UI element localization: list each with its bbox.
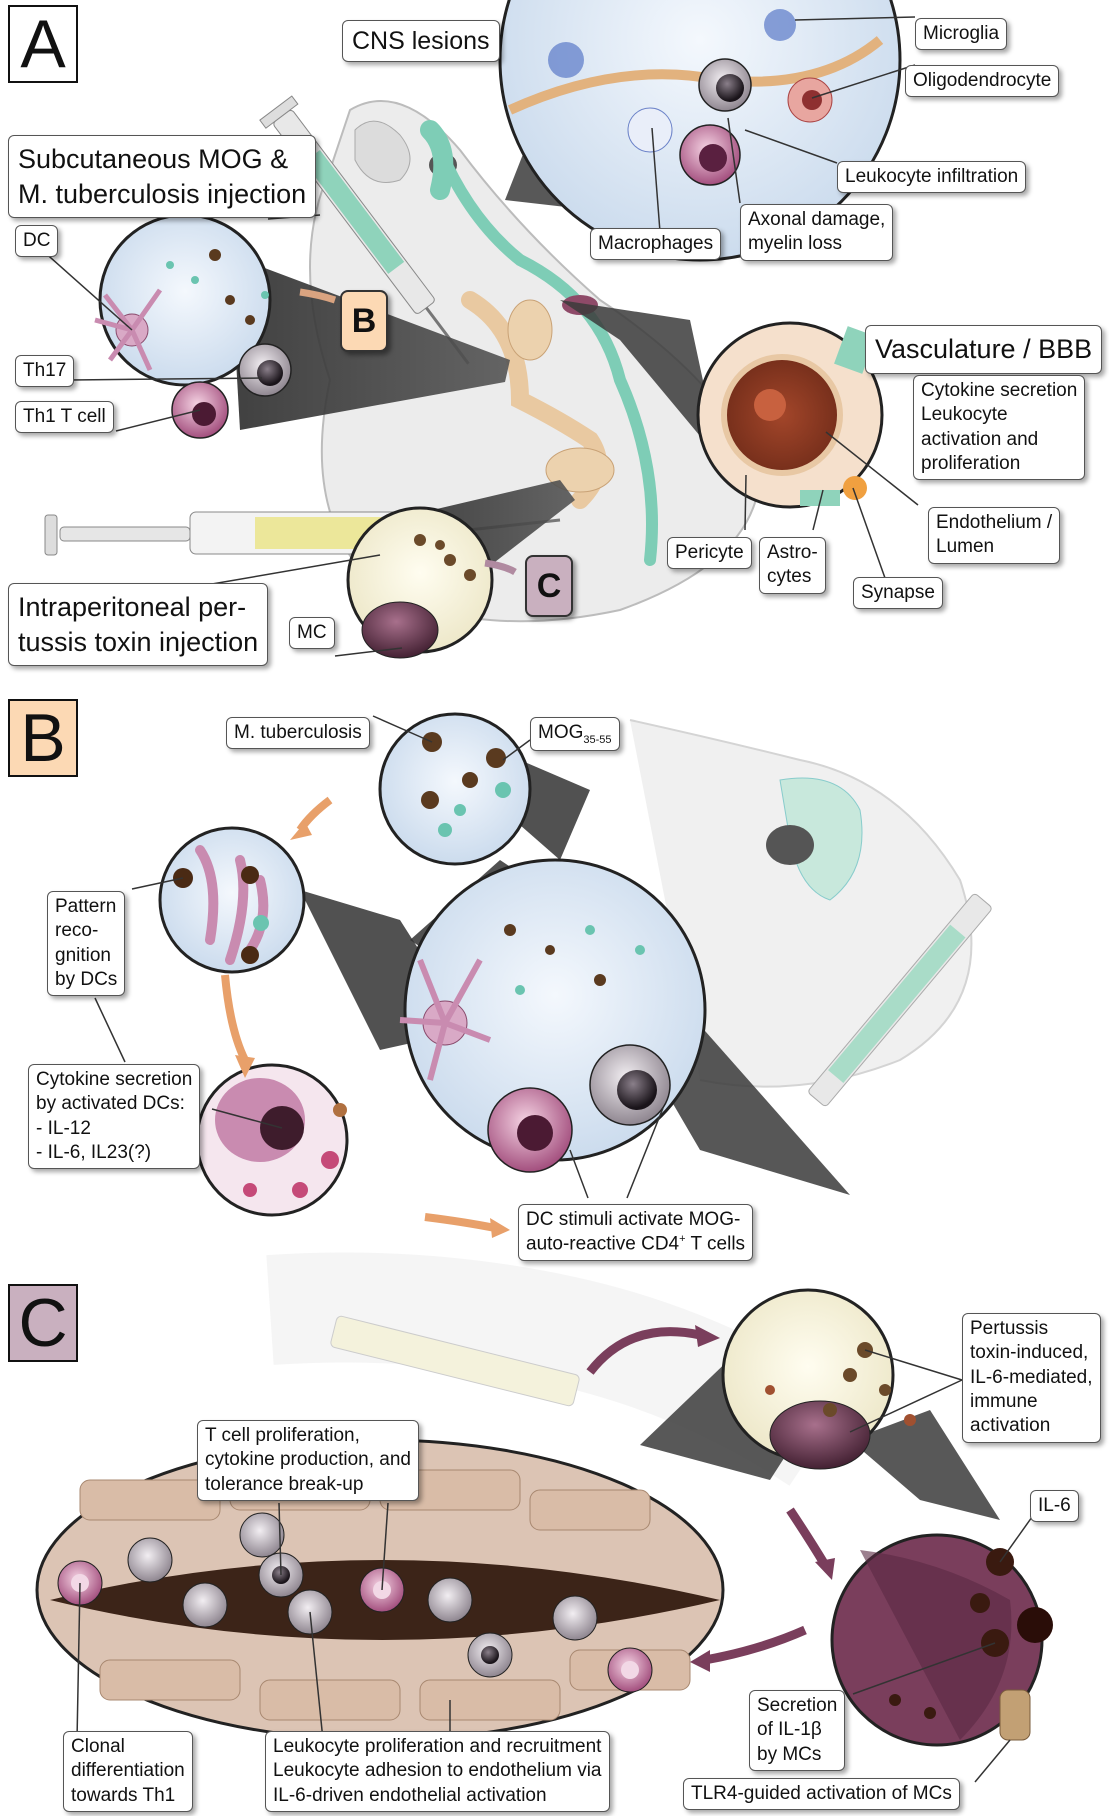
label-oligodendrocyte: Oligodendrocyte [905,65,1059,97]
label-axonal-damage: Axonal damage, myelin loss [740,204,893,261]
dc-stimuli-line1: DC stimuli activate MOG- [526,1209,740,1230]
panel-a-letter: A [8,5,78,83]
tag-b: B [340,290,388,352]
label-endothelium: Endothelium / Lumen [928,507,1060,564]
panel-b-letter: B [8,699,78,777]
label-mog-injection: Subcutaneous MOG & M. tuberculosis injec… [8,135,316,218]
label-pattern-recognition: Pattern reco- gnition by DCs [47,891,125,996]
label-dc: DC [15,225,58,257]
label-pericyte: Pericyte [667,537,752,569]
panel-c-art [37,1290,1053,1782]
panel-b-art [95,714,993,1238]
label-tlr4: TLR4-guided activation of MCs [683,1778,960,1810]
label-cytokine-secretion: Cytokine secretion Leukocyte activation … [913,375,1085,480]
label-microglia: Microglia [915,18,1007,50]
label-astrocytes: Astro- cytes [759,537,826,594]
mog-subscript: 35-55 [583,734,611,746]
tag-c: C [525,555,573,617]
dc-stimuli-line2: auto-reactive CD4 [526,1234,679,1255]
label-vasculature: Vasculature / BBB [865,325,1102,374]
label-cns-lesions: CNS lesions [342,20,500,62]
label-mog: MOG35-55 [530,717,620,751]
dc-stimuli-line3: T cells [686,1234,746,1255]
label-leukocyte-proliferation: Leukocyte proliferation and recruitment … [265,1731,610,1812]
label-th17: Th17 [15,355,74,387]
label-ptx-injection: Intraperitoneal per- tussis toxin inject… [8,583,268,666]
label-pertussis: Pertussis toxin-induced, IL-6-mediated, … [962,1313,1101,1443]
label-t-cell-proliferation: T cell proliferation, cytokine productio… [197,1420,419,1501]
label-m-tuberculosis: M. tuberculosis [226,717,370,749]
panel-c-letter: C [8,1284,78,1362]
label-macrophages: Macrophages [590,228,721,260]
label-th1: Th1 T cell [15,401,114,433]
label-il1b: Secretion of IL-1β by MCs [749,1690,845,1771]
label-mc: MC [289,617,335,649]
label-cytokine-dcs: Cytokine secretion by activated DCs: - I… [28,1064,200,1169]
label-dc-stimuli: DC stimuli activate MOG-auto-reactive CD… [518,1204,753,1261]
label-clonal: Clonal differentiation towards Th1 [63,1731,193,1812]
label-il6: IL-6 [1030,1490,1079,1522]
mog-text: MOG [538,722,583,743]
label-synapse: Synapse [853,577,943,609]
label-leukocyte-infiltration: Leukocyte infiltration [837,161,1026,193]
